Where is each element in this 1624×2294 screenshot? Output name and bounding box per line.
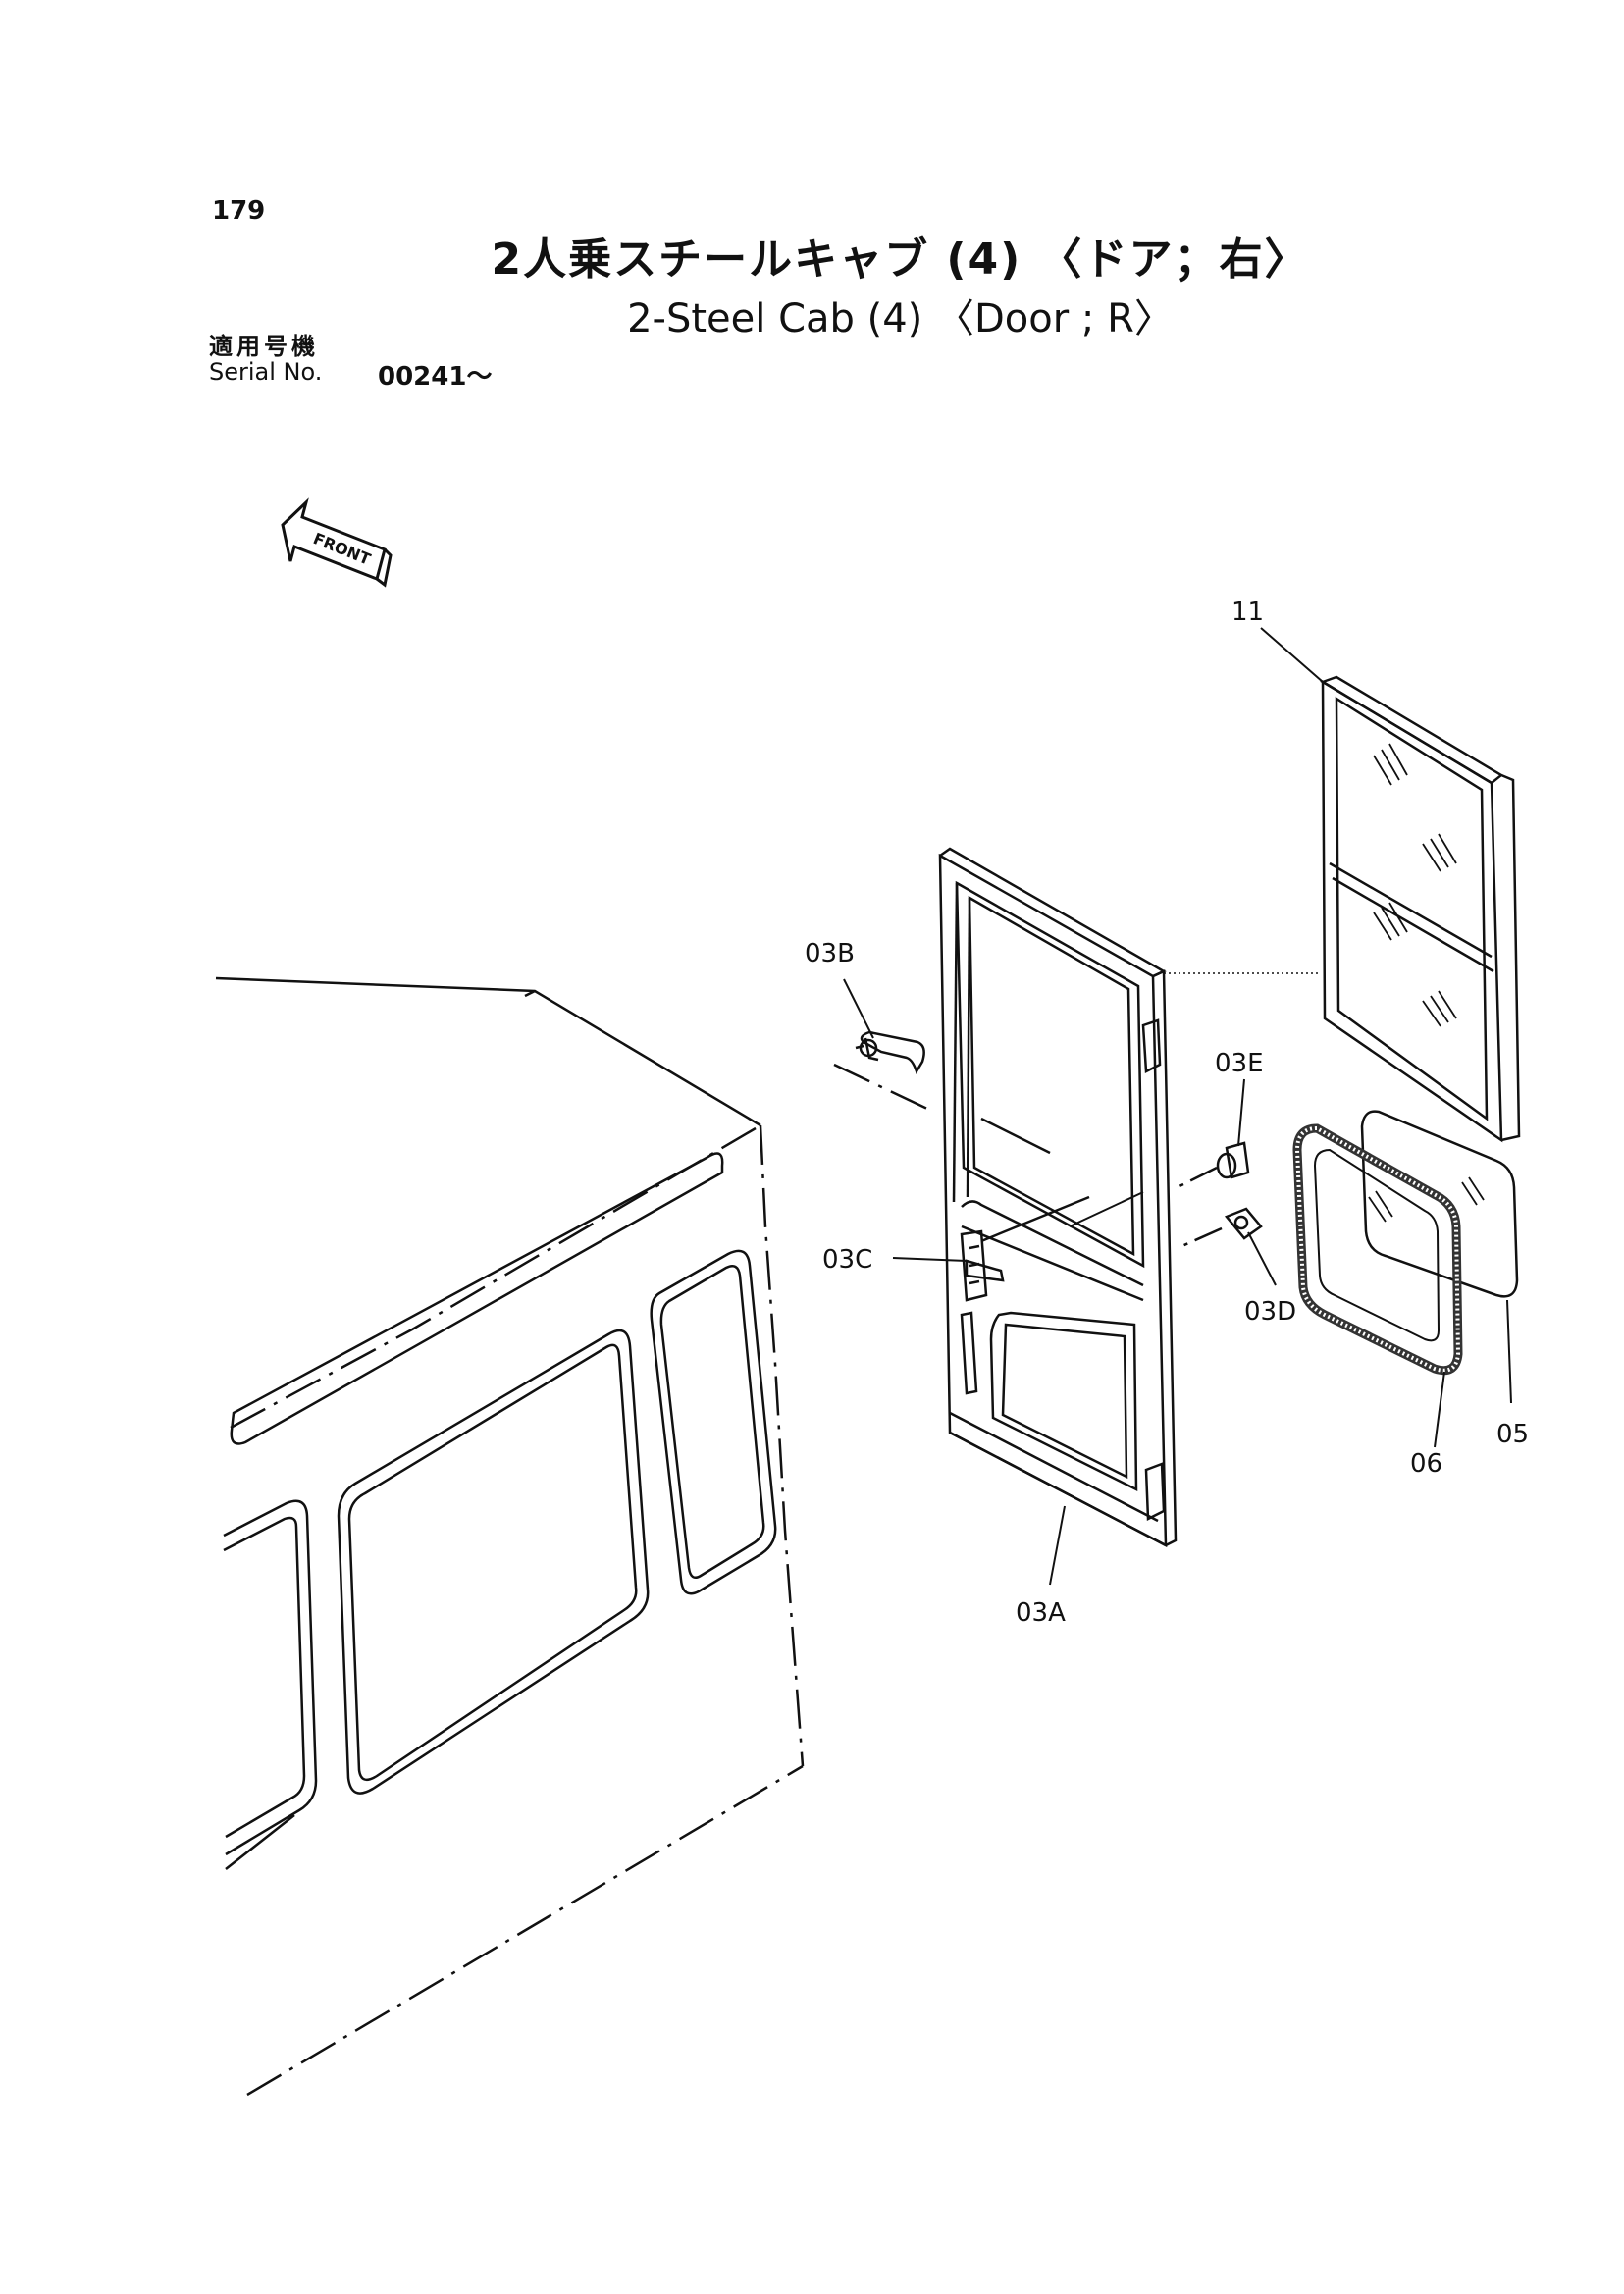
glass-pane: [1360, 1110, 1519, 1298]
callout-03d: 03D: [1244, 1297, 1296, 1327]
callout-03b: 03B: [805, 939, 855, 968]
callout-labels: 11 03B 03E 03C 03D 03A 05 06: [805, 598, 1529, 1628]
front-arrow-icon: FRONT: [281, 497, 393, 588]
page-title-jp: 2人乗スチールキャブ (4) 〈ドア；右〉: [491, 235, 1310, 285]
door-catch: [1177, 1207, 1263, 1250]
door-bumper: [1177, 1141, 1250, 1189]
door-handle: [833, 1030, 928, 1111]
callout-leaders: [843, 627, 1512, 1586]
page-title-en: 2-Steel Cab (4) 〈Door ; R〉: [627, 296, 1174, 341]
weatherstrip-seal: [1292, 1123, 1463, 1376]
callout-03c: 03C: [822, 1245, 872, 1275]
callout-03e: 03E: [1215, 1049, 1264, 1078]
callout-06: 06: [1410, 1449, 1442, 1479]
callout-11: 11: [1231, 598, 1264, 627]
serial-label: 適用号機 Serial No.: [209, 334, 322, 385]
cab-body: [215, 976, 805, 2097]
window-glass-assembly: [1164, 675, 1521, 1143]
serial-label-en: Serial No.: [209, 358, 323, 386]
serial-label-jp: 適用号機: [209, 333, 319, 360]
serial-value: 00241～: [378, 362, 493, 391]
callout-03a: 03A: [1016, 1598, 1066, 1628]
door-frame: [938, 847, 1178, 1548]
callout-05: 05: [1496, 1420, 1529, 1449]
page-number: 179: [212, 196, 266, 226]
